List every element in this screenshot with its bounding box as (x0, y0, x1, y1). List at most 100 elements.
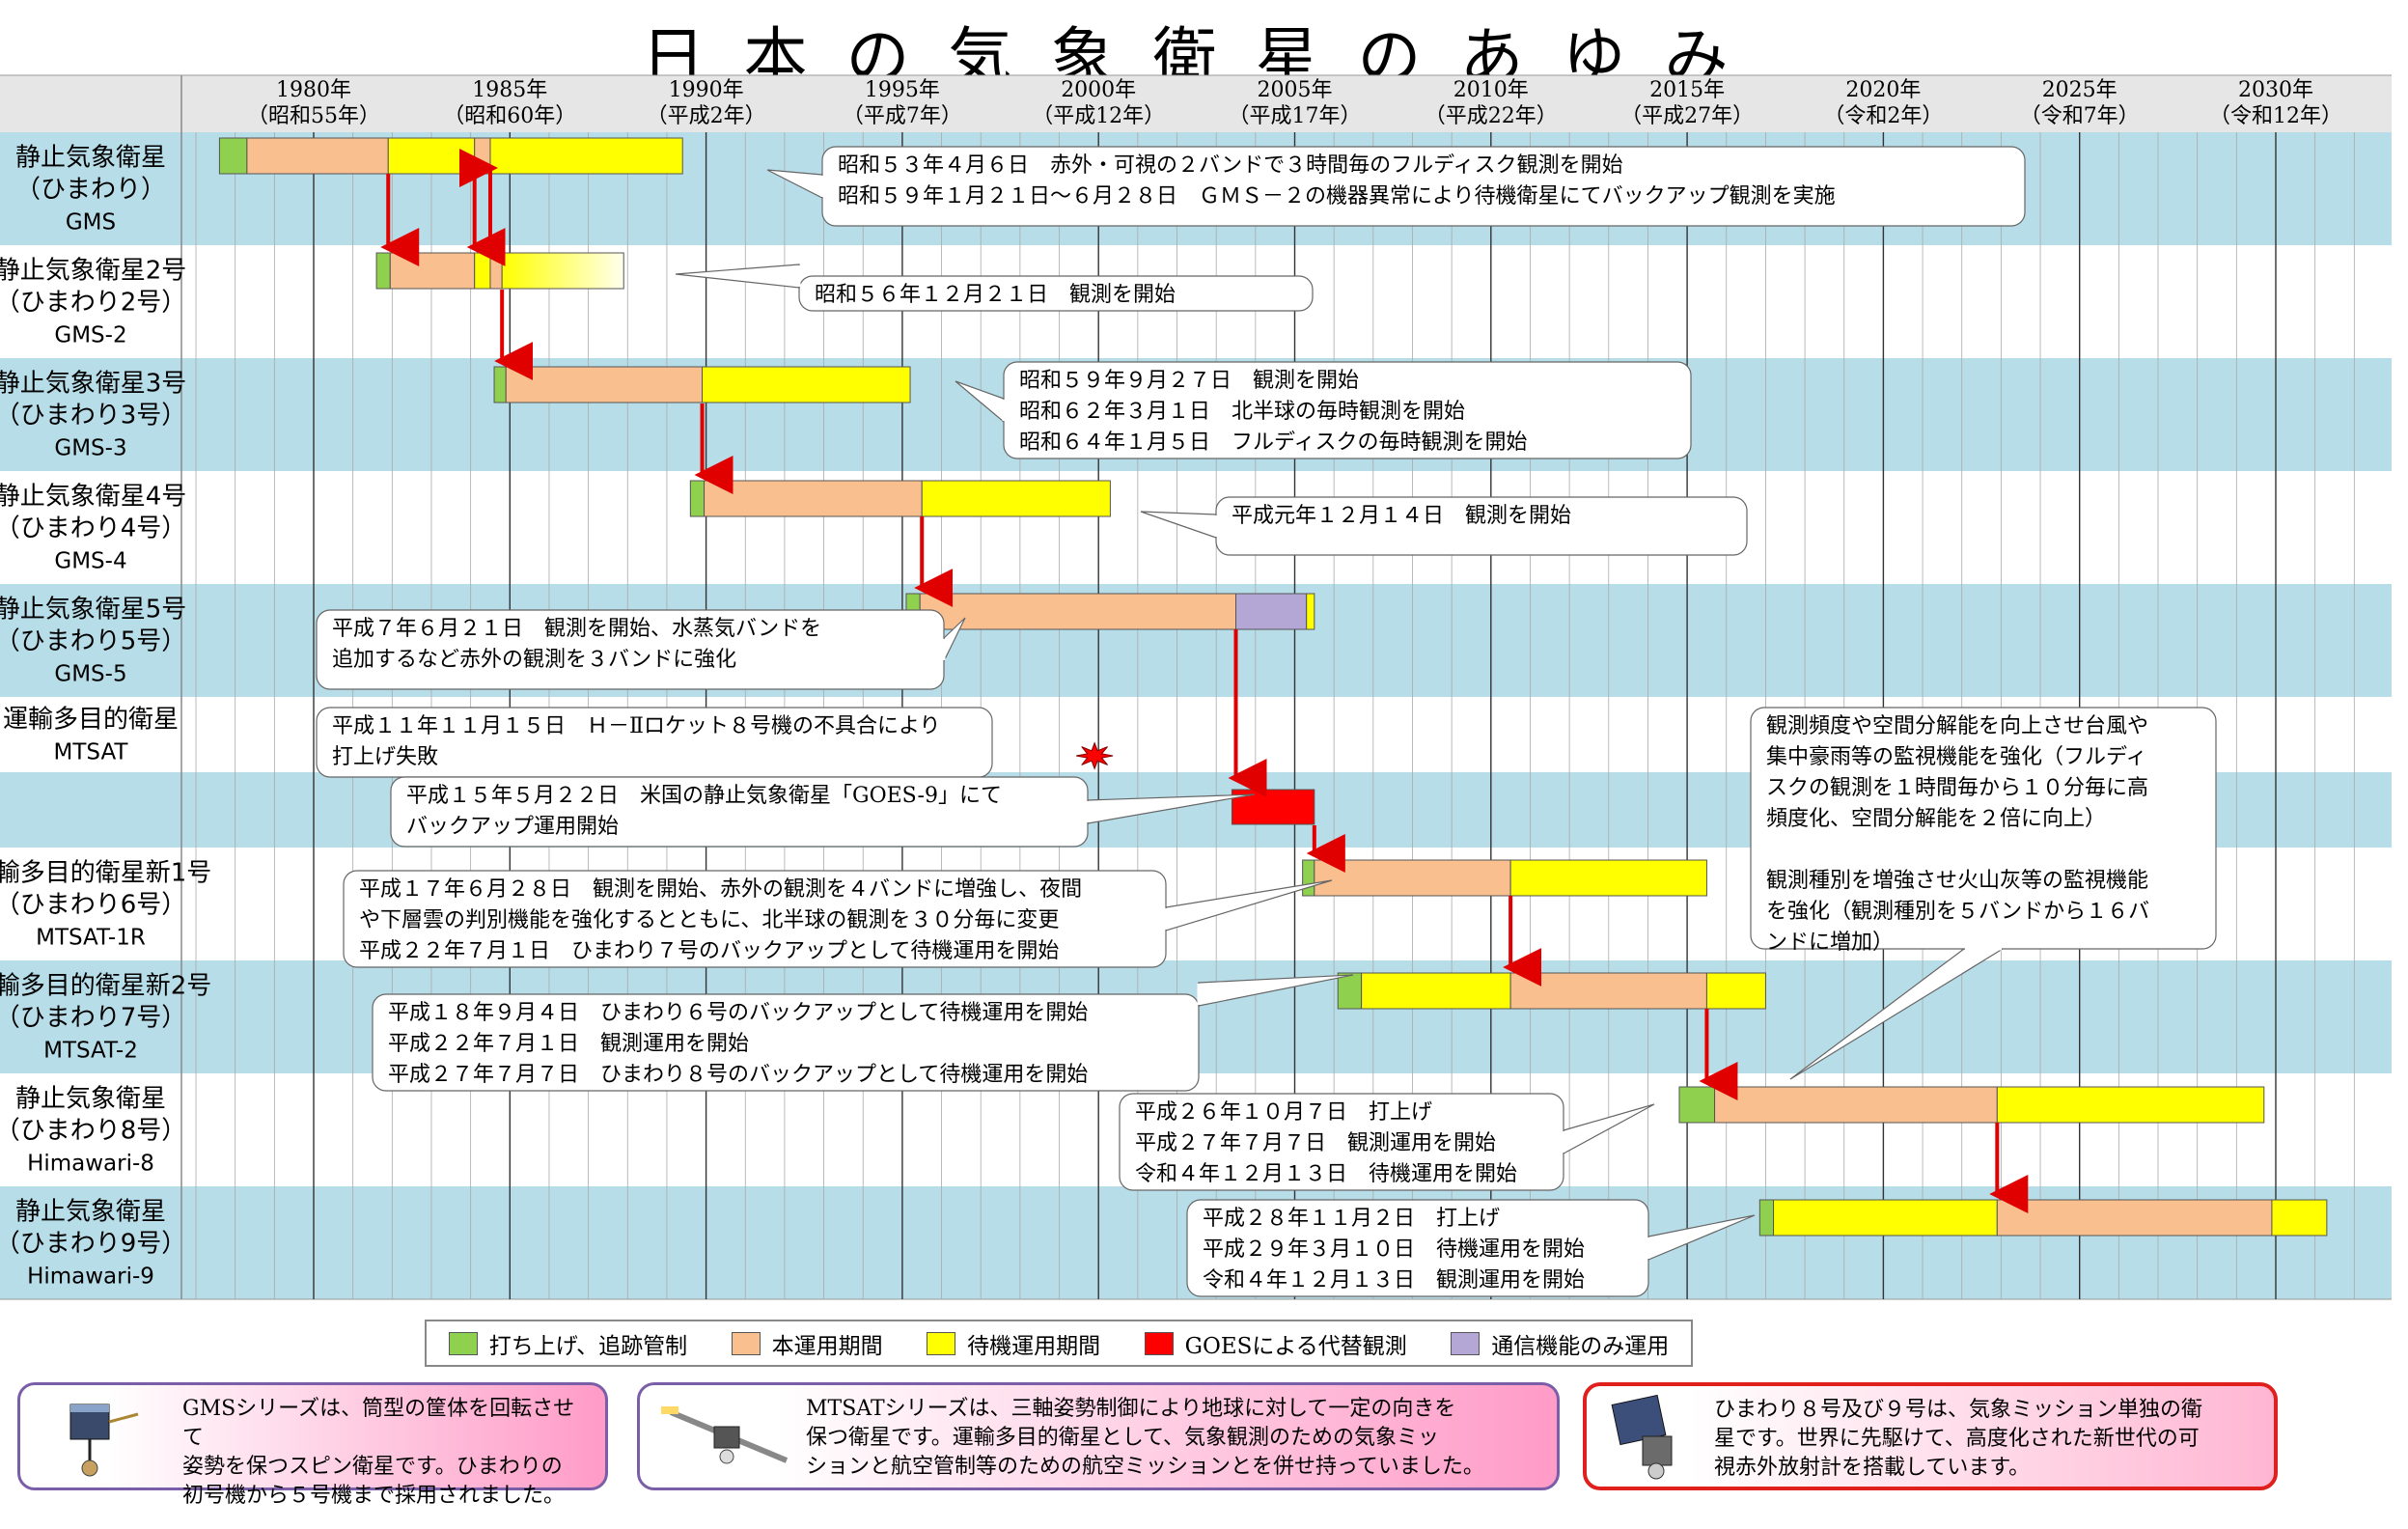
callout-text: 平成２２年７月１日 ひまわり７号のバックアップとして待機運用を開始 (359, 939, 1059, 963)
bar-segment (1996, 1199, 2273, 1237)
himawari-info-line: 星です。世界に先駆けて、高度化された新世代の可 (1714, 1427, 2200, 1451)
x-tick-label: 2015年 (1649, 78, 1725, 102)
himawari-info-line: 視赤外放射計を搭載しています。 (1714, 1456, 2031, 1480)
callout-text: ンドに増加） (1766, 931, 1894, 955)
callout-text: 平成２９年３月１０日 待機運用を開始 (1203, 1237, 1585, 1262)
bar-segment (2271, 1199, 2328, 1237)
callout-text: 平成２２年７月１日 観測運用を開始 (388, 1032, 749, 1056)
bar-segment (389, 252, 476, 290)
callout-box (798, 275, 1314, 312)
callout-box (372, 993, 1200, 1092)
callout-text: 昭和５３年４月６日 赤外・可視の２バンドで３時間毎のフルディスク観測を開始 (838, 153, 1623, 178)
callout-text: 集中豪雨等の監視機能を強化（フルディ (1766, 745, 2146, 769)
bar-segment (1509, 859, 1707, 897)
gms-satellite-icon (69, 1404, 139, 1477)
gms-info-line: 初号機から５号機まで採用されました。 (182, 1484, 566, 1508)
callout-text: 平成１５年５月２２日 米国の静止気象衛星「GOES-9」にて (406, 784, 1002, 808)
callout-text: を強化（観測種別を５バンドから１６バ (1766, 900, 2149, 924)
row-label: 運輸多目的衛星新2号 (0, 972, 211, 1001)
himawari-satellite-icon (1611, 1394, 1673, 1480)
row-label: Himawari-9 (27, 1265, 154, 1290)
row-label: 静止気象衛星 (15, 1085, 166, 1114)
mtsat-info-line: ションと航空管制等のための航空ミッションとを併せ持っていました。 (806, 1455, 1484, 1479)
callout: 平成１８年９月４日 ひまわり６号のバックアップとして待機運用を開始平成２２年７月… (372, 974, 1354, 1092)
legend-swatch (1144, 1331, 1174, 1355)
legend-item: 待機運用期間 (927, 1327, 1100, 1360)
callout: 平成１７年６月２８日 観測を開始、赤外の観測を４バンドに増強し、夜間や下層雲の判… (343, 870, 1333, 968)
callout-text: 平成７年６月２１日 観測を開始、水蒸気バンドを (332, 617, 821, 641)
row-label: GMS (66, 210, 116, 236)
callout: 昭和５６年１２月２１日 観測を開始 (675, 264, 1314, 312)
callout-text: 観測種別を増強させ火山灰等の監視機能 (1766, 869, 2148, 893)
callout-text: や下層雲の判別機能を強化するとともに、北半球の観測を３０分毎に変更 (359, 908, 1059, 932)
row-label: （ひまわり9号） (0, 1230, 186, 1259)
x-tick-label: 2020年 (1845, 78, 1921, 102)
bar-segment (387, 137, 476, 175)
x-tick-label: 2005年 (1258, 78, 1333, 102)
row-label: GMS-3 (54, 436, 126, 461)
legend-label: 本運用期間 (771, 1333, 883, 1359)
gms-info-line: GMSシリーズは、筒型の筐体を回転させて (182, 1397, 575, 1450)
bar-segment (1302, 859, 1315, 897)
row-label: 静止気象衛星4号 (0, 483, 186, 512)
row-label: （ひまわり4号） (0, 514, 186, 543)
row-label: 運輸多目的衛星新1号 (0, 859, 211, 888)
callout-text: 平成２６年１０月７日 打上げ (1135, 1100, 1432, 1125)
mtsat-info-line: 保つ衛星です。運輸多目的衛星として、気象観測のための気象ミッ (806, 1426, 1440, 1450)
row-label: 静止気象衛星5号 (0, 596, 186, 625)
row-label: GMS-5 (54, 662, 126, 687)
legend-item: 打ち上げ、追跡管制 (448, 1327, 687, 1360)
callout-text: バックアップ運用開始 (406, 815, 619, 839)
callout-text: 平成元年１２月１４日 観測を開始 (1232, 504, 1571, 528)
bar-segment (474, 252, 491, 290)
x-tick-era-label: （平成22年） (1425, 104, 1558, 128)
bar-segment (501, 252, 624, 290)
x-tick-era-label: （令和12年） (2209, 104, 2342, 128)
callout-text: 打上げ失敗 (332, 745, 438, 769)
himawari-info-line: ひまわり８号及び９号は、気象ミッション単独の衛 (1714, 1398, 2203, 1422)
row-label: MTSAT-2 (43, 1039, 138, 1064)
bar-segment (1996, 1086, 2265, 1124)
x-tick-era-label: （平成2年） (647, 104, 766, 128)
bar-segment (1758, 1199, 1775, 1237)
bar-segment (489, 252, 503, 290)
bar-segment (489, 137, 683, 175)
x-tick-label: 1995年 (865, 78, 940, 102)
bar-segment (1678, 1086, 1716, 1124)
callout-text: 平成２７年７月７日 観測運用を開始 (1135, 1131, 1496, 1155)
bar-segment (1705, 972, 1766, 1010)
legend-item: 通信機能のみ運用 (1451, 1327, 1669, 1360)
legend-label: 通信機能のみ運用 (1491, 1333, 1670, 1359)
row-label: GMS-4 (54, 549, 126, 574)
bar-segment (1509, 972, 1707, 1010)
callout-text: 令和４年１２月１３日 待機運用を開始 (1135, 1162, 1517, 1186)
bar-segment (505, 366, 704, 403)
row-label: 静止気象衛星 (15, 1198, 166, 1227)
row-label: （ひまわり） (15, 176, 166, 205)
gms-info-line: 姿勢を保つスピン衛星です。ひまわりの (182, 1455, 563, 1479)
callout: 昭和５３年４月６日 赤外・可視の２バンドで３時間毎のフルディスク観測を開始昭和５… (766, 146, 2026, 227)
row-label: Himawari-8 (27, 1152, 154, 1177)
row-label: （ひまわり5号） (0, 627, 186, 656)
legend-swatch (448, 1331, 478, 1355)
himawari-info-box: ひまわり８号及び９号は、気象ミッション単独の衛 星です。世界に先駆けて、高度化さ… (1583, 1382, 2278, 1490)
bar-segment (218, 137, 248, 175)
callout-text: 観測頻度や空間分解能を向上させ台風や (1766, 714, 2148, 738)
row-label: MTSAT-1R (36, 926, 146, 951)
callout-text: 昭和６４年１月５日 フルディスクの毎時観測を開始 (1019, 431, 1527, 455)
row-label: 静止気象衛星2号 (0, 257, 186, 286)
callout-text: 平成２７年７月７日 ひまわり８号のバックアップとして待機運用を開始 (388, 1063, 1088, 1087)
callout-text: 昭和５６年１２月２１日 観測を開始 (815, 283, 1176, 307)
mtsat-info-line: MTSATシリーズは、三軸姿勢制御により地球に対して一定の向きを (806, 1397, 1456, 1421)
bar-segment (246, 137, 389, 175)
callout-text: 令和４年１２月１３日 観測運用を開始 (1203, 1268, 1585, 1293)
gms-info-box: GMSシリーズは、筒型の筐体を回転させて 姿勢を保つスピン衛星です。ひまわりの … (17, 1382, 608, 1508)
row-label: （ひまわり2号） (0, 289, 186, 318)
row-label: 静止気象衛星 (15, 144, 166, 173)
legend-swatch (927, 1331, 956, 1355)
bar-segment (493, 366, 507, 403)
